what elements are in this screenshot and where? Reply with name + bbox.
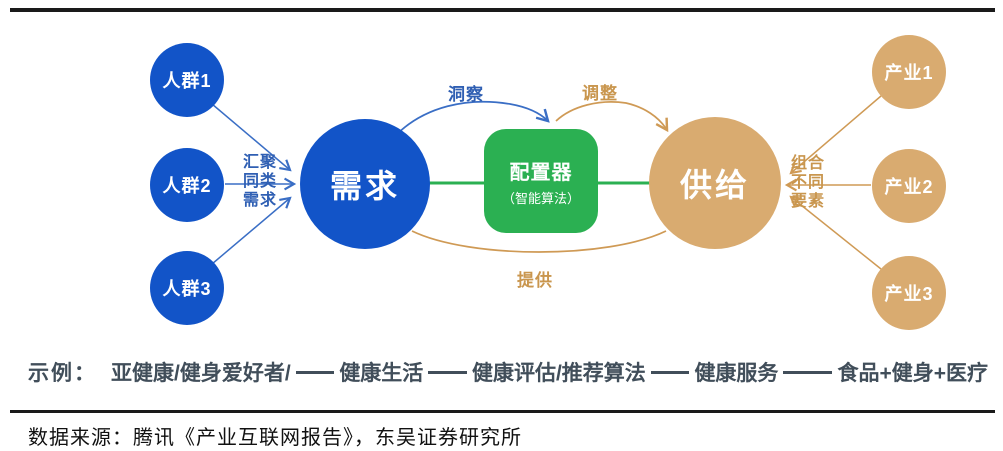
group3-circle: 人群3 <box>150 251 224 325</box>
aggregate-label-line1: 汇聚 <box>243 154 278 171</box>
group1-circle: 人群1 <box>150 43 224 117</box>
combine-arrows <box>784 95 882 270</box>
aggregate-label-line2: 同类 <box>243 173 278 190</box>
demand-circle: 需求 <box>300 119 430 249</box>
combine-label-line3: 要素 <box>791 193 826 210</box>
aggregate-label: 汇聚 同类 需求 <box>243 153 277 210</box>
example-dash-2 <box>428 370 467 374</box>
supply-circle: 供给 <box>649 117 781 249</box>
industry2-circle: 产业2 <box>872 149 946 223</box>
demand-label: 需求 <box>329 168 400 204</box>
group1-label: 人群1 <box>162 71 212 91</box>
combine-label: 组合 不同 要素 <box>791 154 825 211</box>
provide-label: 提供 <box>517 271 553 290</box>
aggregate-label-line3: 需求 <box>243 192 278 209</box>
industry3-circle: 产业3 <box>872 256 946 330</box>
example-dash-3 <box>650 370 690 374</box>
industry1-label: 产业1 <box>884 63 934 83</box>
example-item-industries: 食品+健身+医疗 <box>837 362 988 385</box>
supply-label: 供给 <box>679 167 750 203</box>
example-row: 示例： 亚健康/健身爱好者/ 健康生活 健康评估/推荐算法 健康服务 食品+健身… <box>28 357 988 387</box>
bottom-rule <box>10 410 995 413</box>
insight-label: 洞察 <box>448 85 484 104</box>
combine-label-line1: 组合 <box>791 155 826 172</box>
aggregate-arrows <box>211 103 297 265</box>
example-item-supply: 健康服务 <box>694 362 779 385</box>
group3-label: 人群3 <box>162 279 212 299</box>
adjust-curve <box>555 101 669 133</box>
example-dash-1 <box>295 370 335 374</box>
group2-label: 人群2 <box>162 176 212 196</box>
provide-curve <box>411 230 667 253</box>
adjust-label: 调整 <box>582 84 618 103</box>
example-item-configurator: 健康评估/推荐算法 <box>471 362 646 385</box>
industry1-circle: 产业1 <box>872 35 946 109</box>
combine-label-line2: 不同 <box>791 174 826 191</box>
example-dash-4 <box>783 370 833 374</box>
configurator-box: 配置器 （智能算法） <box>484 129 598 233</box>
example-item-demand: 健康生活 <box>339 362 424 385</box>
configurator-subtitle: （智能算法） <box>501 190 580 206</box>
group2-circle: 人群2 <box>150 148 224 222</box>
example-item-groups: 亚健康/健身爱好者/ <box>111 362 291 385</box>
example-prefix: 示例： <box>28 362 97 385</box>
industry2-label: 产业2 <box>884 177 934 197</box>
insight-curve <box>393 100 550 138</box>
industry3-label: 产业3 <box>884 284 934 304</box>
top-rule <box>10 8 995 12</box>
configurator-title: 配置器 <box>509 161 573 184</box>
data-source-text: 数据来源：腾讯《产业互联网报告》，东吴证券研究所 <box>28 427 522 449</box>
